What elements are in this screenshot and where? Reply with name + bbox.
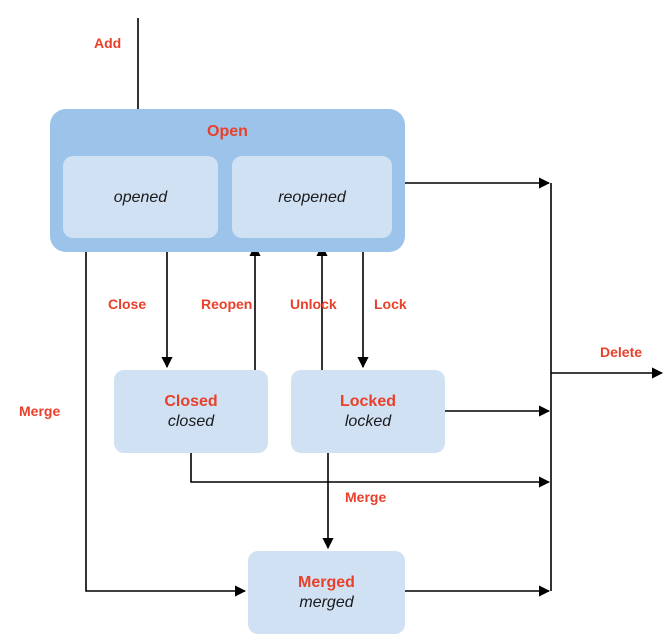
state-locked-subtitle: locked	[344, 412, 392, 430]
state-closed[interactable]: Closed closed	[114, 370, 268, 453]
substate-reopened[interactable]: reopened	[232, 156, 392, 238]
substate-opened-label: opened	[113, 188, 168, 206]
state-locked[interactable]: Locked locked	[291, 370, 445, 453]
state-merged-title: Merged	[298, 573, 355, 591]
state-closed-subtitle: closed	[167, 412, 215, 430]
edge-label-merge-center: Merge	[345, 489, 387, 505]
state-merged[interactable]: Merged merged	[248, 551, 405, 634]
edge-label-lock: Lock	[374, 296, 407, 312]
edge-label-add: Add	[94, 35, 122, 51]
edge-label-reopen: Reopen	[201, 296, 253, 312]
edge-label-delete: Delete	[600, 344, 643, 360]
substate-opened[interactable]: opened	[63, 156, 218, 238]
state-locked-title: Locked	[339, 392, 396, 410]
edge-label-close: Close	[108, 296, 147, 312]
wire-closed-to-collector	[190, 453, 551, 488]
state-group-open-title: Open	[207, 123, 248, 140]
state-closed-title: Closed	[164, 392, 218, 410]
edge-label-unlock: Unlock	[290, 296, 337, 312]
edge-label-merge-left: Merge	[19, 403, 61, 419]
state-group-open[interactable]: Open opened reopened	[50, 109, 405, 252]
wire-merge-left	[85, 252, 247, 597]
state-merged-subtitle: merged	[299, 593, 354, 611]
substate-reopened-label: reopened	[278, 188, 346, 206]
